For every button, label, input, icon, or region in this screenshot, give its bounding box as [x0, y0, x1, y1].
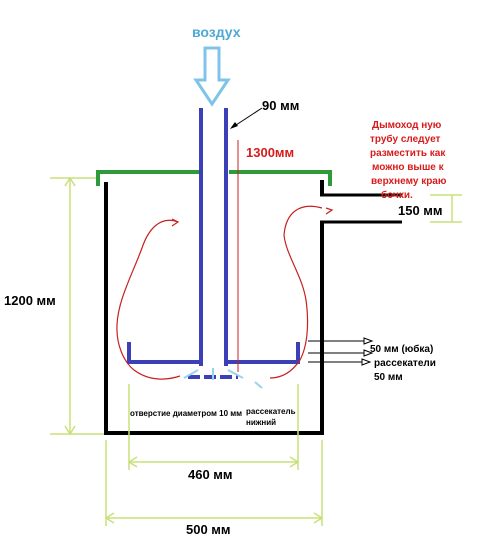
barrel-height-dimension — [50, 176, 104, 436]
barrel-lid — [96, 170, 332, 186]
chimney-label: 150 мм — [398, 203, 443, 218]
pipe-diameter-pointer — [230, 107, 263, 129]
outer-width-label: 500 мм — [186, 522, 231, 537]
lower-divider-label-1: рассекатель — [246, 407, 296, 416]
air-label: воздух — [192, 24, 241, 40]
dividers-label-1: рассекатели — [374, 358, 436, 369]
skirt-dimension — [308, 337, 374, 357]
chimney-outlet — [320, 193, 402, 224]
pipe-height-label: 1300мм — [246, 145, 294, 160]
svg-text:можно выше к: можно выше к — [372, 162, 445, 173]
pipe-diameter-label: 90 мм — [262, 98, 299, 113]
air-outflow-arrows — [183, 368, 263, 389]
air-pipe — [199, 108, 228, 366]
gas-flow-lines — [116, 205, 334, 380]
lower-divider-label-2: нижний — [246, 418, 276, 427]
svg-text:Дымоход ную: Дымоход ную — [372, 120, 442, 131]
barrel — [104, 180, 324, 435]
chimney-dimension — [430, 194, 462, 223]
air-arrow — [193, 46, 231, 107]
inner-width-dimension — [127, 384, 300, 470]
svg-text:разместить как: разместить как — [370, 148, 446, 159]
inner-width-label: 460 мм — [188, 467, 233, 482]
dividers-label-2: 50 мм — [374, 372, 403, 383]
hole-label: отверстие диаметром 10 мм — [130, 409, 242, 418]
dividers-dimension — [308, 358, 372, 366]
chimney-note: Дымоход ную трубу следует разместить как… — [370, 120, 447, 201]
svg-text:верхнему краю: верхнему краю — [371, 176, 447, 187]
outer-width-dimension — [104, 440, 324, 526]
barrel-height-label: 1200 мм — [4, 293, 56, 308]
svg-text:бочки.: бочки. — [381, 189, 413, 201]
svg-text:трубу следует: трубу следует — [370, 133, 440, 145]
skirt-label: 50 мм (юбка) — [370, 343, 433, 355]
